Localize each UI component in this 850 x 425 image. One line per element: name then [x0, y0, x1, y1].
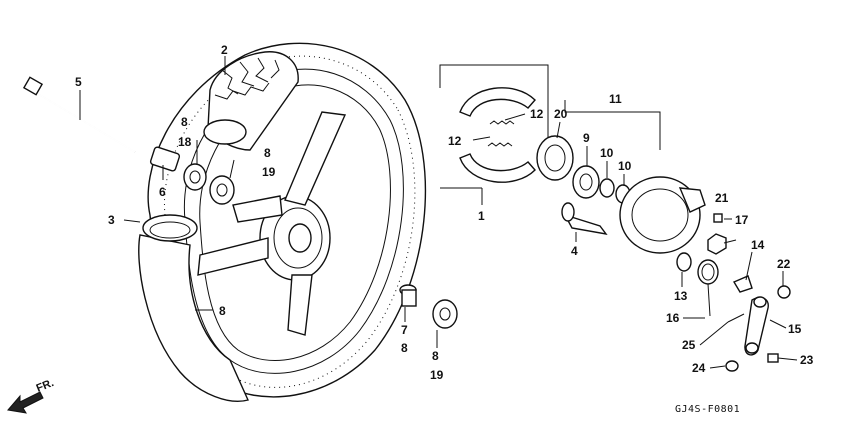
leader-lines — [79, 56, 798, 369]
callout-16: 16 — [666, 311, 680, 325]
callout-22: 22 — [777, 257, 791, 271]
callout-11: 11 — [609, 92, 622, 106]
wheel-assembly — [138, 42, 427, 402]
callout-labels: 2 5 3 6 8 18 8 19 8 7 8 8 19 1 12 12 20 … — [75, 43, 814, 382]
callout-2: 2 — [221, 43, 228, 57]
callout-7: 7 — [401, 323, 408, 337]
callout-8b: 8 — [264, 146, 271, 160]
callout-21: 21 — [715, 191, 729, 205]
callout-19a: 19 — [262, 165, 276, 179]
callout-12a: 12 — [530, 107, 544, 121]
callout-4: 4 — [571, 244, 578, 258]
callout-18: 18 — [178, 135, 192, 149]
direction-arrow-icon — [7, 391, 44, 414]
callout-8a: 8 — [181, 115, 188, 129]
callout-13: 13 — [674, 289, 688, 303]
callout-8d: 8 — [432, 349, 439, 363]
brake-panel-group — [536, 100, 791, 372]
callout-24: 24 — [692, 361, 706, 375]
callout-5: 5 — [75, 75, 82, 89]
callout-19b: 19 — [430, 368, 444, 382]
axle-assembly — [22, 76, 458, 329]
callout-3: 3 — [108, 213, 115, 227]
callout-25: 25 — [682, 338, 696, 352]
callout-23: 23 — [800, 353, 814, 367]
callout-17: 17 — [735, 213, 749, 227]
callout-1: 1 — [478, 209, 485, 223]
callout-9: 9 — [583, 131, 590, 145]
callout-7b: 8 — [401, 341, 408, 355]
callout-20: 20 — [554, 107, 568, 121]
front-direction-indicator: FR. — [7, 377, 56, 414]
brake-shoe-group — [439, 64, 549, 189]
callout-10a: 10 — [600, 146, 614, 160]
callout-12b: 12 — [448, 134, 462, 148]
callout-15: 15 — [788, 322, 802, 336]
diagram-code: GJ4S-F0801 — [675, 404, 740, 415]
callout-14: 14 — [751, 238, 765, 252]
callout-6: 6 — [159, 185, 166, 199]
callout-10b: 10 — [618, 159, 632, 173]
callout-8c: 8 — [219, 304, 226, 318]
direction-label: FR. — [35, 377, 56, 395]
